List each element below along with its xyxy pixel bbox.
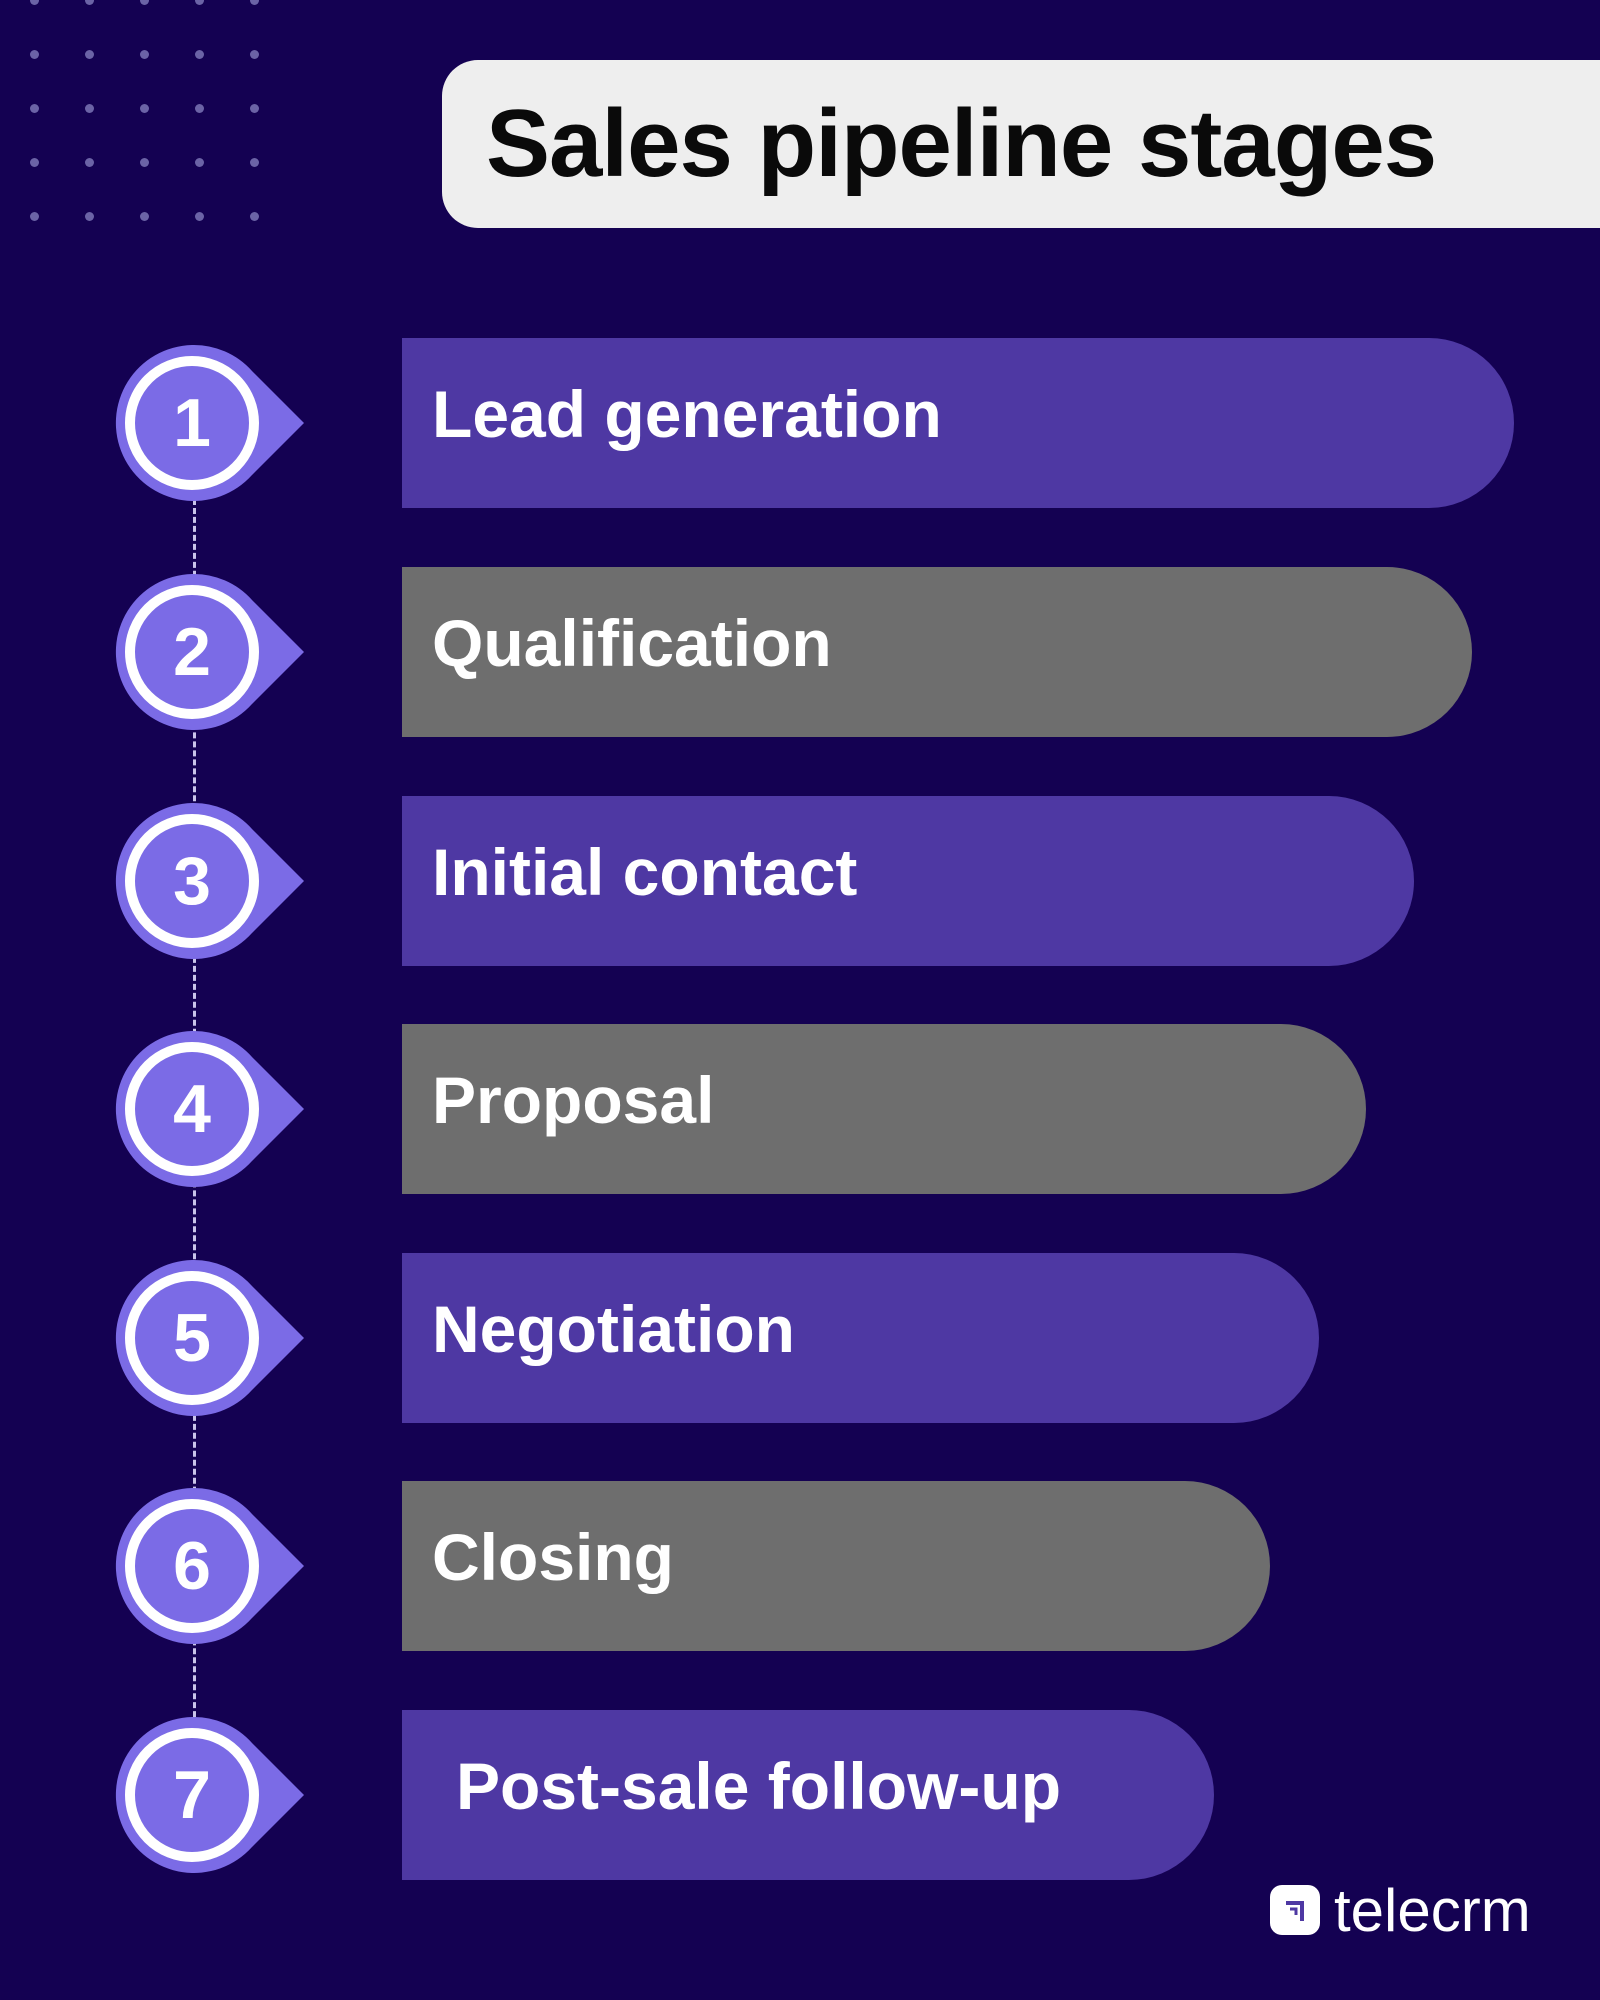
decorative-dot: [195, 212, 204, 221]
stage-label: Post-sale follow-up: [456, 1749, 1062, 1823]
stage-label: Initial contact: [432, 835, 858, 909]
stage-marker-6: 6: [112, 1486, 308, 1646]
stage-bar-7: Post-sale follow-up: [402, 1710, 1214, 1880]
decorative-dot: [30, 50, 39, 59]
decorative-dot: [195, 50, 204, 59]
decorative-dot: [250, 50, 259, 59]
stage-number: 7: [173, 1757, 211, 1833]
decorative-dot: [195, 104, 204, 113]
decorative-dot: [30, 104, 39, 113]
decorative-dot: [85, 0, 94, 5]
stage-number: 5: [173, 1300, 211, 1376]
stage-marker-2: 2: [112, 572, 308, 732]
stage-marker-1: 1: [112, 343, 308, 503]
decorative-dot: [30, 158, 39, 167]
decorative-dot: [250, 158, 259, 167]
decorative-dot: [30, 212, 39, 221]
decorative-dot: [85, 50, 94, 59]
stage-label: Negotiation: [432, 1292, 795, 1366]
stage-bar-1: Lead generation: [402, 338, 1514, 508]
decorative-dot: [140, 212, 149, 221]
stage-number: 1: [173, 385, 211, 461]
stage-label: Proposal: [432, 1063, 715, 1137]
decorative-dot: [140, 158, 149, 167]
stage-number: 3: [173, 843, 211, 919]
stage-number: 2: [173, 614, 211, 690]
page-title: Sales pipeline stages: [486, 90, 1437, 197]
decorative-dot: [250, 0, 259, 5]
decorative-dot: [250, 104, 259, 113]
decorative-dot: [140, 0, 149, 5]
decorative-dot-grid: [0, 0, 300, 300]
stage-marker-5: 5: [112, 1258, 308, 1418]
stage-number: 6: [173, 1528, 211, 1604]
stage-label: Lead generation: [432, 377, 942, 451]
stage-bar-3: Initial contact: [402, 796, 1414, 966]
decorative-dot: [140, 104, 149, 113]
decorative-dot: [30, 0, 39, 5]
title-card: Sales pipeline stages: [442, 60, 1600, 228]
decorative-dot: [250, 212, 259, 221]
stage-marker-7: 7: [112, 1715, 308, 1875]
stage-marker-4: 4: [112, 1029, 308, 1189]
decorative-dot: [85, 158, 94, 167]
decorative-dot: [85, 212, 94, 221]
stage-marker-3: 3: [112, 801, 308, 961]
stage-bar-4: Proposal: [402, 1024, 1366, 1194]
decorative-dot: [195, 158, 204, 167]
logo-text: telecrm: [1334, 1876, 1531, 1944]
decorative-dot: [140, 50, 149, 59]
decorative-dot: [195, 0, 204, 5]
telecrm-logo: telecrm: [1270, 1877, 1531, 1944]
stage-bar-6: Closing: [402, 1481, 1270, 1651]
stage-bar-2: Qualification: [402, 567, 1472, 737]
stage-number: 4: [173, 1071, 211, 1147]
decorative-dot: [85, 104, 94, 113]
stage-bar-5: Negotiation: [402, 1253, 1319, 1423]
telecrm-logo-icon: [1270, 1885, 1320, 1935]
stage-label: Qualification: [432, 606, 832, 680]
stage-label: Closing: [432, 1520, 674, 1594]
